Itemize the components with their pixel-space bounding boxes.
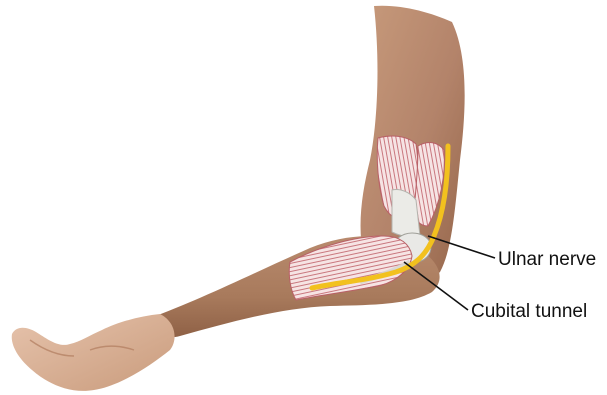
cubital-tunnel-label: Cubital tunnel (471, 302, 587, 321)
ulnar-nerve-label: Ulnar nerve (498, 250, 596, 269)
hand (12, 314, 175, 391)
